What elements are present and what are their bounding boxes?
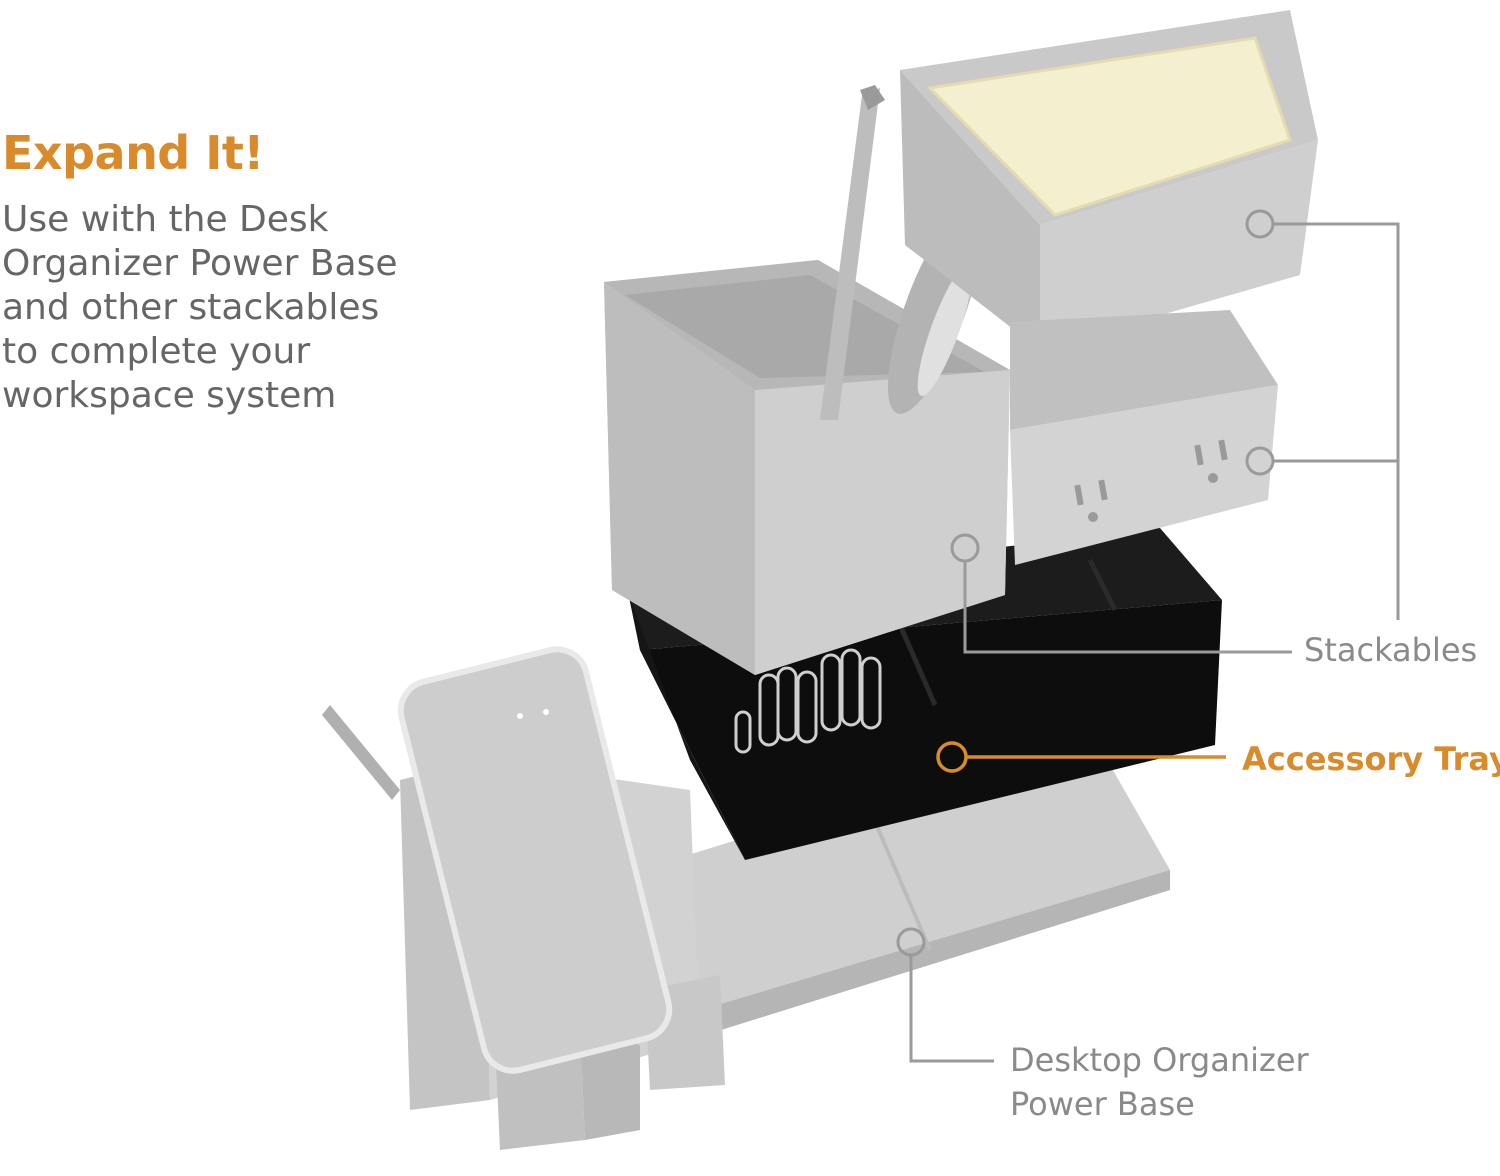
accessory-tray-label: Accessory Tray [1242, 740, 1500, 778]
power-base-label-line: Power Base [1010, 1085, 1195, 1123]
description-line: Organizer Power Base [2, 243, 398, 284]
stackables-callout [950, 209, 1400, 654]
sticky-note-holder [900, 10, 1318, 350]
power-base-label: Desktop Organizer Power Base [1010, 1038, 1309, 1126]
stackables-label: Stackables [1304, 631, 1478, 669]
description-line: workspace system [2, 375, 337, 416]
accessory-tray-callout [936, 741, 1226, 773]
description: Use with the Desk Organizer Power Base a… [2, 198, 472, 418]
power-base-callout [896, 927, 994, 1063]
phone [397, 646, 673, 1074]
paper-clips [734, 648, 882, 754]
description-line: and other stackables [2, 287, 380, 328]
headline: Expand It! [2, 126, 264, 180]
outlet-icon [1074, 439, 1228, 522]
sticky-notes [926, 36, 1292, 217]
description-line: Use with the Desk [2, 199, 329, 240]
power-base [322, 646, 1170, 1150]
pen-cup [604, 85, 1010, 675]
description-line: to complete your [2, 331, 311, 372]
power-base-label-line: Desktop Organizer [1010, 1041, 1309, 1079]
outlet-stackable [1010, 310, 1278, 565]
